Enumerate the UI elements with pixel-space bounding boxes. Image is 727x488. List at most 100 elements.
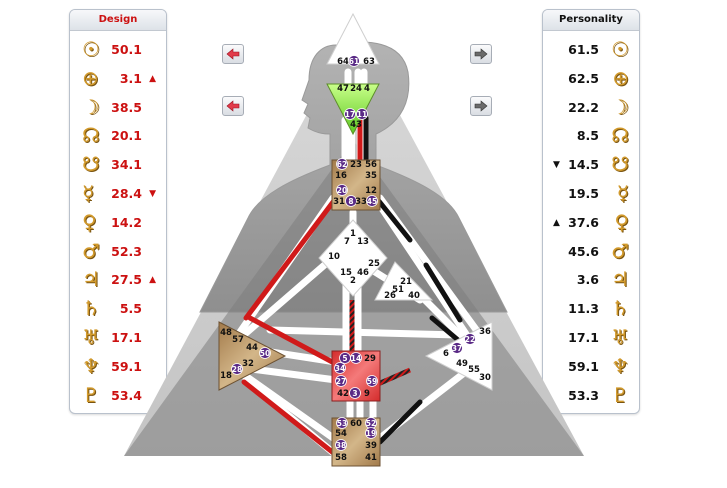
activated-gate-badge [366, 375, 378, 387]
gate-33: 33 [355, 197, 367, 207]
activated-gate-badge [231, 363, 243, 375]
personality-row-venus: ♀37.6▲ [543, 207, 639, 236]
g-center [318, 219, 388, 297]
personality-gate-value: 17.1 [568, 329, 599, 345]
personality-gate-value: 11.3 [568, 301, 599, 317]
gate-20: 20 [337, 186, 347, 195]
jupiter-icon: ♃ [611, 267, 629, 292]
gate-12: 12 [365, 186, 377, 196]
design-panel: Design ☉50.1⊕3.1▲☽38.5☊20.1☋34.1☿28.4▼♀1… [69, 9, 167, 414]
moon-icon: ☽ [611, 94, 629, 119]
design-gate-value: 50.1 [111, 42, 142, 57]
jupiter-icon: ♃ [82, 267, 100, 292]
personality-gate-value: 53.3 [568, 387, 599, 403]
personality-gate-value: 22.2 [568, 99, 599, 115]
personality-gate-value: 59.1 [568, 358, 599, 374]
personality-row-north-node: ☊8.5 [543, 120, 639, 149]
design-row-jupiter: ♃27.5▲ [70, 264, 166, 293]
personality-row-earth: ⊕62.5 [543, 63, 639, 92]
design-row-neptune: ♆59.1 [70, 351, 166, 380]
gate-18: 18 [220, 371, 232, 381]
next-personality-button[interactable] [470, 96, 492, 116]
gate-57: 57 [232, 335, 244, 345]
design-gate-value: 17.1 [111, 329, 142, 345]
gate-22: 22 [465, 335, 475, 344]
detriment-arrow-icon: ▼ [553, 160, 560, 171]
gate-21: 21 [400, 277, 412, 287]
gate-30: 30 [479, 373, 491, 383]
design-title: Design [70, 10, 166, 31]
activated-gate-badge [334, 362, 346, 374]
design-row-south-node: ☋34.1 [70, 149, 166, 178]
design-gate-value: 59.1 [111, 358, 142, 374]
south-node-icon: ☋ [611, 152, 629, 177]
activated-gate-badge [365, 427, 377, 439]
next-design-button[interactable] [470, 44, 492, 64]
activated-gate-badge [336, 184, 348, 196]
activated-gate-badge [335, 375, 347, 387]
design-row-pluto: ♇ 53.4 [70, 380, 166, 409]
design-row-mercury: ☿28.4▼ [70, 178, 166, 207]
activated-gate-badge [464, 333, 476, 345]
personality-gate-value: 61.5 [568, 42, 599, 57]
gate-8: 8 [348, 197, 353, 206]
gate-51: 51 [392, 285, 404, 295]
exalted-arrow-icon: ▲ [553, 217, 560, 228]
design-gate-value: 5.5 [119, 301, 142, 317]
north-node-icon: ☊ [611, 123, 629, 148]
gate-38: 38 [336, 441, 346, 450]
design-row-moon: ☽38.5 [70, 92, 166, 121]
design-gate-value: 3.1 [119, 70, 142, 86]
design-gate-value: 27.5 [111, 272, 142, 288]
gate-32: 32 [242, 359, 254, 369]
activated-gate-badge [336, 158, 348, 170]
personality-row-uranus: ♅17.1 [543, 322, 639, 351]
activated-gate-badge [350, 352, 362, 364]
activated-gate-badge [345, 195, 357, 207]
sun-icon: ☉ [82, 37, 100, 61]
ego-center [374, 261, 434, 301]
gate-6: 6 [443, 349, 449, 359]
red-left-arrow-icon [226, 100, 240, 112]
gate-26: 26 [384, 291, 396, 301]
pluto-icon: ♇ [82, 382, 100, 407]
gate-48: 48 [220, 328, 232, 338]
personality-gate-value: 45.6 [568, 243, 599, 259]
exalted-arrow-icon: ▲ [149, 73, 156, 84]
gate-27: 27 [336, 377, 346, 386]
north-node-icon: ☊ [82, 123, 100, 148]
design-gate-value: 53.4 [111, 387, 142, 403]
prev-design-button[interactable] [222, 44, 244, 64]
gate-35: 35 [365, 171, 377, 181]
personality-row-saturn: ♄11.3 [543, 293, 639, 322]
activated-gate-badge [259, 347, 271, 359]
gate-58: 58 [335, 453, 347, 463]
gate-16: 16 [335, 171, 347, 181]
personality-title: Personality [543, 10, 639, 31]
gate-2: 2 [350, 276, 356, 286]
personality-gate-value: 19.5 [568, 185, 599, 201]
prev-personality-button[interactable] [222, 96, 244, 116]
gate-9: 9 [364, 389, 370, 399]
gate-41: 41 [365, 453, 377, 463]
design-gate-value: 20.1 [111, 128, 142, 144]
design-row-uranus: ♅17.1 [70, 322, 166, 351]
activated-gate-badge [348, 55, 360, 67]
mixed-channels [349, 300, 412, 387]
gate-36: 36 [479, 327, 491, 337]
activated-gate-badge [366, 195, 378, 207]
gate-4: 4 [364, 84, 370, 94]
design-rows: ☉50.1⊕3.1▲☽38.5☊20.1☋34.1☿28.4▼♀14.2♂52.… [70, 34, 166, 408]
gate-44: 44 [246, 343, 258, 353]
personality-row-south-node: ☋14.5▼ [543, 149, 639, 178]
gate-28: 28 [232, 365, 242, 374]
gate-62: 62 [337, 160, 347, 169]
gate-13: 13 [357, 237, 369, 247]
gate-5: 5 [342, 354, 347, 363]
activated-gate-badge [349, 387, 361, 399]
gate-23: 23 [350, 160, 362, 170]
personality-row-mars: ♂45.6 [543, 236, 639, 265]
gate-25: 25 [368, 259, 380, 269]
gate-47: 47 [337, 84, 349, 94]
